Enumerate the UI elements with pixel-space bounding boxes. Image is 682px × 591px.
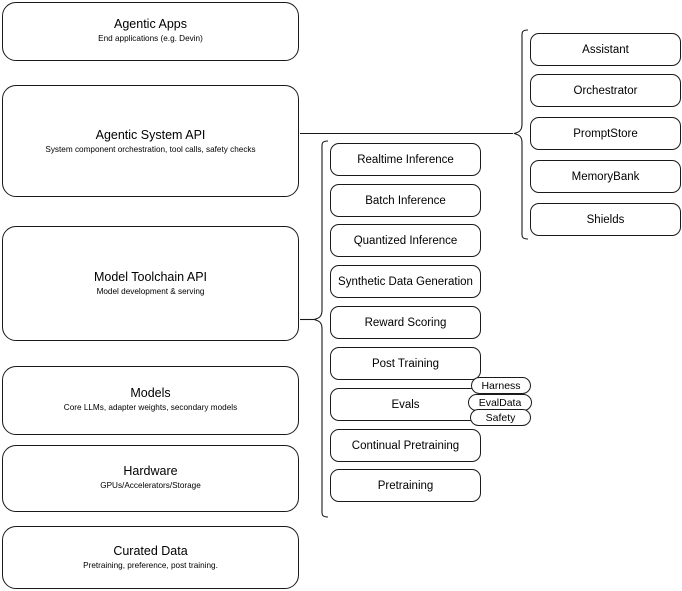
- layer-subtitle: GPUs/Accelerators/Storage: [100, 481, 201, 490]
- item-label: Evals: [391, 398, 420, 411]
- item-label: Assistant: [582, 43, 629, 56]
- item-label: Shields: [586, 213, 625, 226]
- layer-title: Hardware: [123, 464, 178, 478]
- system-item-promptstore[interactable]: PromptStore: [530, 117, 681, 150]
- eval-tag-harness[interactable]: Harness: [471, 377, 531, 394]
- layer-agentic-apps[interactable]: Agentic Apps End applications (e.g. Devi…: [2, 2, 299, 61]
- layer-title: Model Toolchain API: [93, 270, 208, 284]
- system-item-shields[interactable]: Shields: [530, 203, 681, 236]
- toolchain-item-evals[interactable]: Evals: [330, 388, 481, 421]
- toolchain-item-batch-inference[interactable]: Batch Inference: [330, 184, 481, 217]
- layer-curated-data[interactable]: Curated Data Pretraining, preference, po…: [2, 526, 299, 589]
- toolchain-item-reward-scoring[interactable]: Reward Scoring: [330, 306, 481, 339]
- layer-title: Models: [130, 386, 171, 400]
- toolchain-group-brace: [313, 140, 329, 518]
- item-label: Pretraining: [377, 479, 434, 492]
- item-label: Post Training: [371, 357, 440, 370]
- system-item-orchestrator[interactable]: Orchestrator: [530, 74, 681, 107]
- eval-tag-label: Harness: [481, 379, 521, 392]
- layer-hardware[interactable]: Hardware GPUs/Accelerators/Storage: [2, 445, 299, 512]
- eval-tag-label: Safety: [485, 411, 516, 424]
- system-group-brace: [513, 29, 529, 240]
- layer-agentic-system-api[interactable]: Agentic System API System component orch…: [2, 85, 299, 197]
- item-label: Realtime Inference: [357, 153, 454, 166]
- toolchain-item-pretraining[interactable]: Pretraining: [330, 469, 481, 502]
- item-label: Continual Pretraining: [351, 439, 460, 452]
- toolchain-item-continual-pretraining[interactable]: Continual Pretraining: [330, 429, 481, 462]
- layer-subtitle: Model development & serving: [96, 287, 205, 296]
- item-label: Batch Inference: [365, 194, 446, 207]
- layer-title: Agentic Apps: [114, 17, 187, 31]
- item-label: Synthetic Data Generation: [338, 275, 473, 288]
- item-label: Quantized Inference: [353, 234, 458, 247]
- layer-subtitle: Core LLMs, adapter weights, secondary mo…: [63, 403, 238, 412]
- system-item-assistant[interactable]: Assistant: [530, 33, 681, 66]
- toolchain-item-post-training[interactable]: Post Training: [330, 347, 481, 380]
- eval-tag-safety[interactable]: Safety: [470, 409, 531, 426]
- item-label: MemoryBank: [571, 170, 640, 183]
- layer-subtitle: System component orchestration, tool cal…: [45, 145, 256, 154]
- system-item-memorybank[interactable]: MemoryBank: [530, 160, 681, 193]
- toolchain-item-realtime-inference[interactable]: Realtime Inference: [330, 143, 481, 176]
- item-label: Orchestrator: [573, 84, 638, 97]
- layer-model-toolchain-api[interactable]: Model Toolchain API Model development & …: [2, 226, 299, 341]
- layer-title: Curated Data: [113, 544, 188, 558]
- layer-models[interactable]: Models Core LLMs, adapter weights, secon…: [2, 366, 299, 435]
- toolchain-item-quantized-inference[interactable]: Quantized Inference: [330, 224, 481, 257]
- toolchain-item-synthetic-data-generation[interactable]: Synthetic Data Generation: [330, 265, 481, 298]
- layer-subtitle: End applications (e.g. Devin): [98, 34, 203, 43]
- layer-subtitle: Pretraining, preference, post training.: [83, 561, 218, 570]
- layer-title: Agentic System API: [95, 128, 206, 142]
- item-label: PromptStore: [573, 127, 638, 140]
- eval-tag-label: EvalData: [478, 396, 522, 409]
- item-label: Reward Scoring: [364, 316, 447, 329]
